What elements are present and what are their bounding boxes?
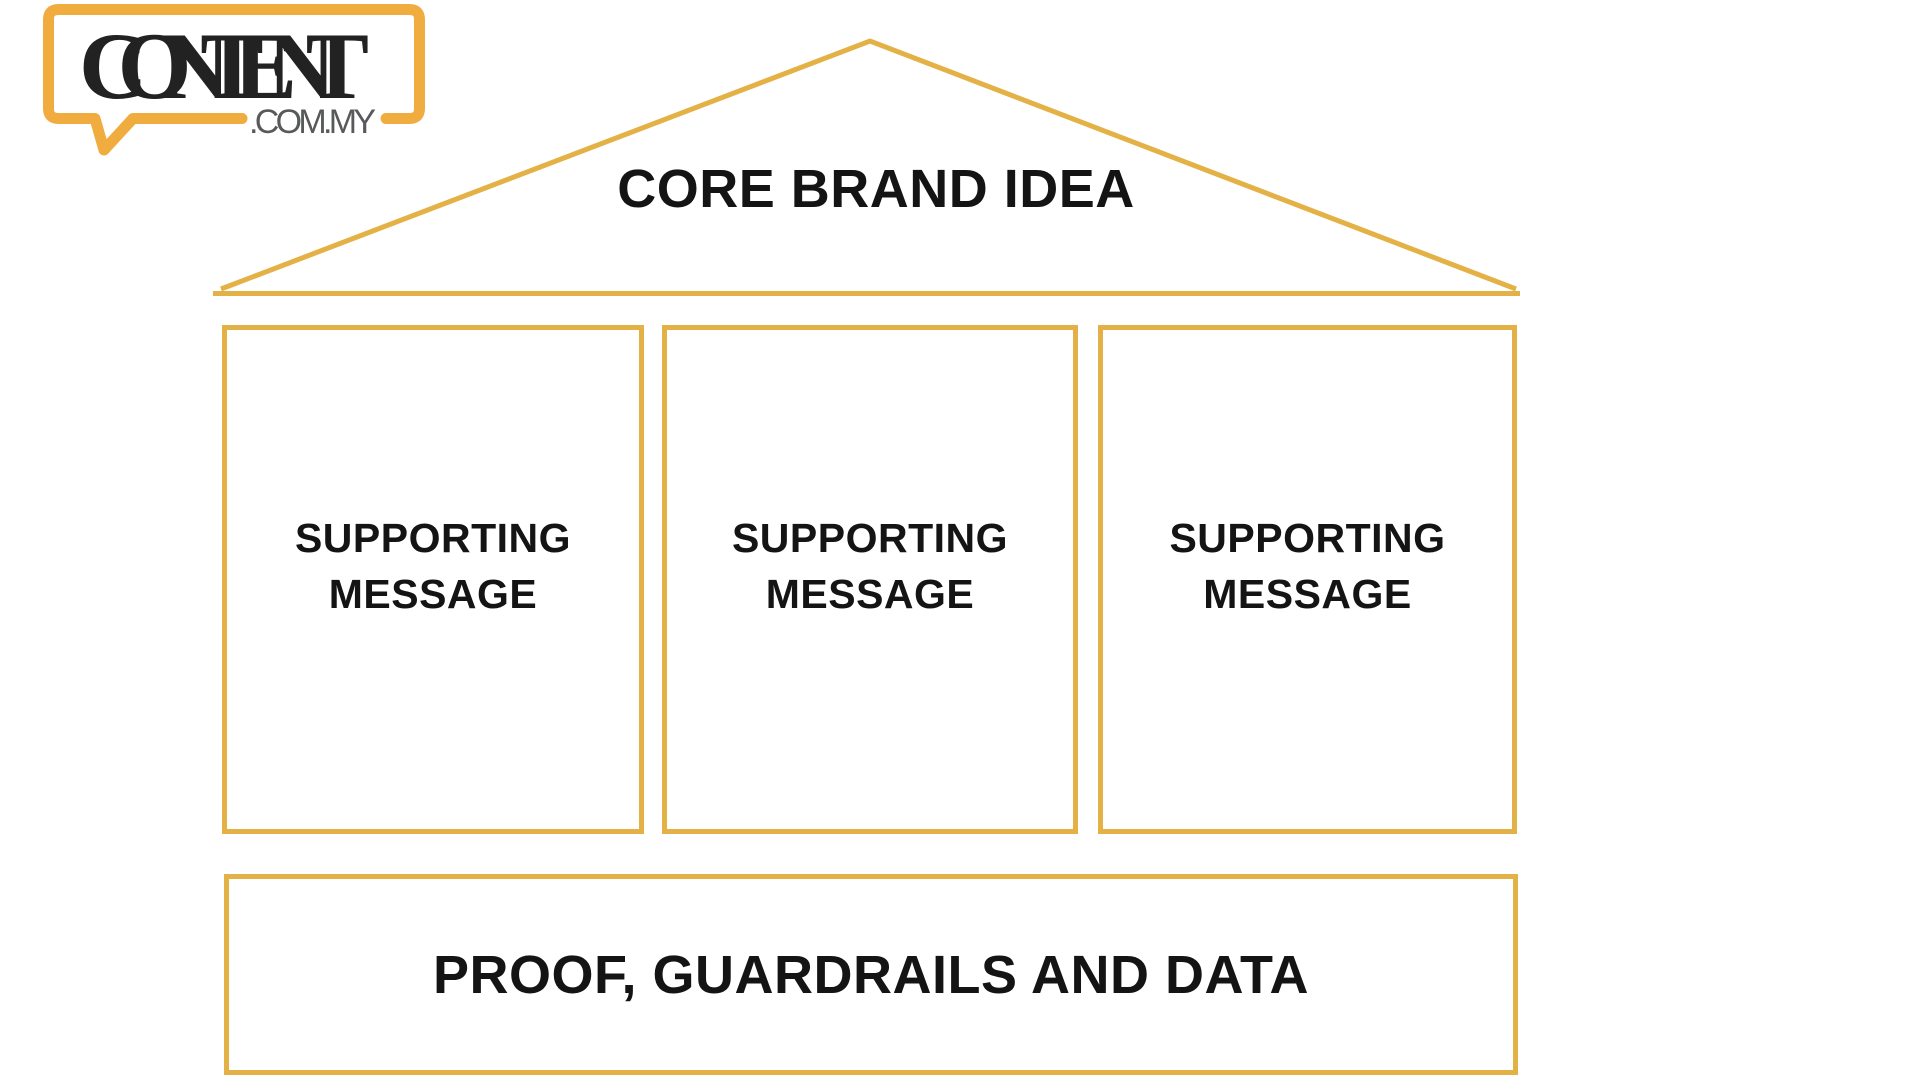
content-logo-svg: CONTENT .COM.MY <box>43 4 425 156</box>
pillar-box-1: SUPPORTING MESSAGE <box>222 325 644 834</box>
base-box: PROOF, GUARDRAILS AND DATA <box>224 874 1518 1075</box>
domain-suffix-label: .COM.MY <box>249 103 376 141</box>
speech-bubble-outline <box>43 4 425 156</box>
supporting-message-label: SUPPORTING MESSAGE <box>731 514 1009 617</box>
content-logo: CONTENT .COM.MY <box>18 0 448 175</box>
pillar-box-2: SUPPORTING MESSAGE <box>662 325 1078 834</box>
core-brand-idea-label: CORE BRAND IDEA <box>617 159 1135 219</box>
proof-guardrails-data-label: PROOF, GUARDRAILS AND DATA <box>433 944 1309 1005</box>
brand-wordmark: CONTENT <box>79 13 369 119</box>
pillar-box-3: SUPPORTING MESSAGE <box>1098 325 1517 834</box>
supporting-message-label: SUPPORTING MESSAGE <box>1169 514 1446 617</box>
supporting-message-label: SUPPORTING MESSAGE <box>294 514 572 617</box>
